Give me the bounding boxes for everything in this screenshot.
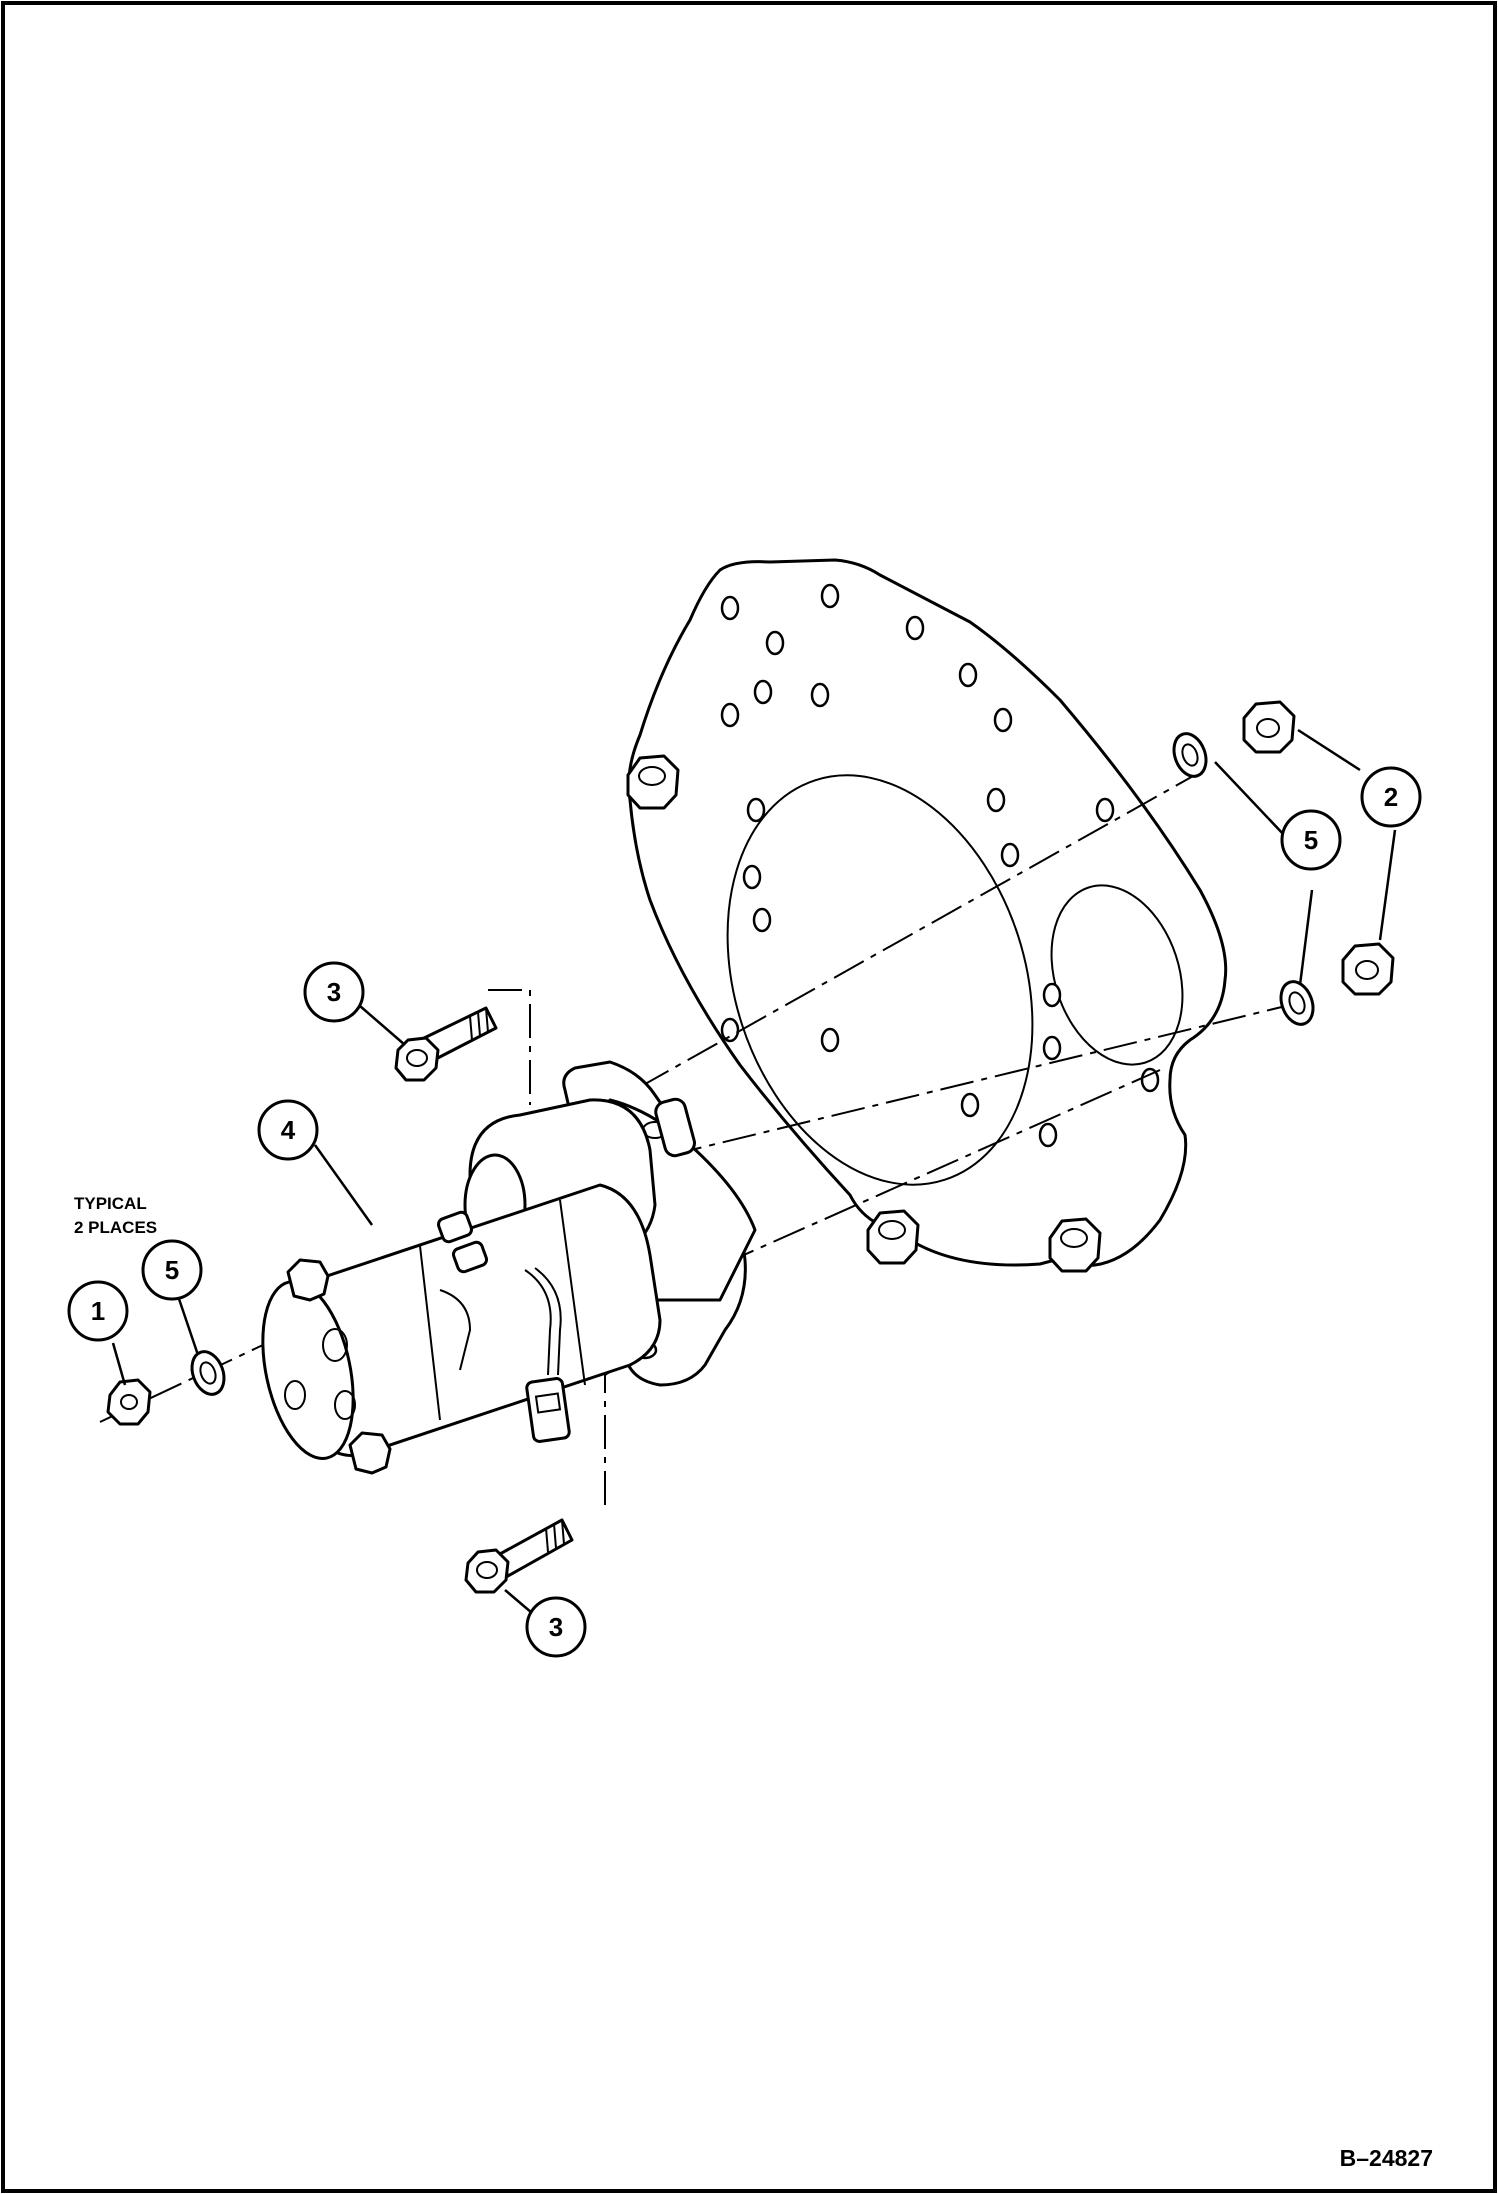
callout-3-lower-label: 3 [549,1612,563,1642]
callout-3-upper: 3 [303,961,365,1023]
nut-mid-right [1341,942,1395,996]
starter-motor [261,1060,757,1475]
callout-2-label: 2 [1384,782,1398,812]
plate-stud-bottom-left [866,1209,920,1265]
callout-3-upper-label: 3 [327,977,341,1007]
note-typical-line1: TYPICAL [74,1194,147,1213]
nut-left [106,1378,152,1426]
figure-number: B–24827 [1340,2145,1433,2171]
bolt-lower [464,1518,574,1594]
lock-washer-mid-right [1279,980,1315,1026]
lock-washer-left [190,1350,226,1396]
plate-stud-bottom-right [1048,1217,1102,1273]
callout-3-lower: 3 [525,1596,587,1658]
callout-2: 2 [1360,766,1422,828]
mounting-plate [627,558,1228,1268]
lock-washer-top-right [1172,732,1208,778]
callout-leaders [111,728,1397,1631]
callout-4-label: 4 [281,1115,296,1145]
callout-5-right-label: 5 [1304,825,1318,855]
callout-5-left: 5 [141,1239,203,1301]
callout-1: 1 [67,1280,129,1342]
plate-stud-top-left [626,754,680,810]
callout-1-label: 1 [91,1296,105,1326]
callout-4: 4 [257,1099,319,1161]
callout-5-left-label: 5 [165,1255,179,1285]
nut-top-right [1242,700,1296,754]
callout-5-right: 5 [1280,809,1342,871]
bolt-upper [394,1006,498,1082]
note-typical-line2: 2 PLACES [74,1218,157,1237]
